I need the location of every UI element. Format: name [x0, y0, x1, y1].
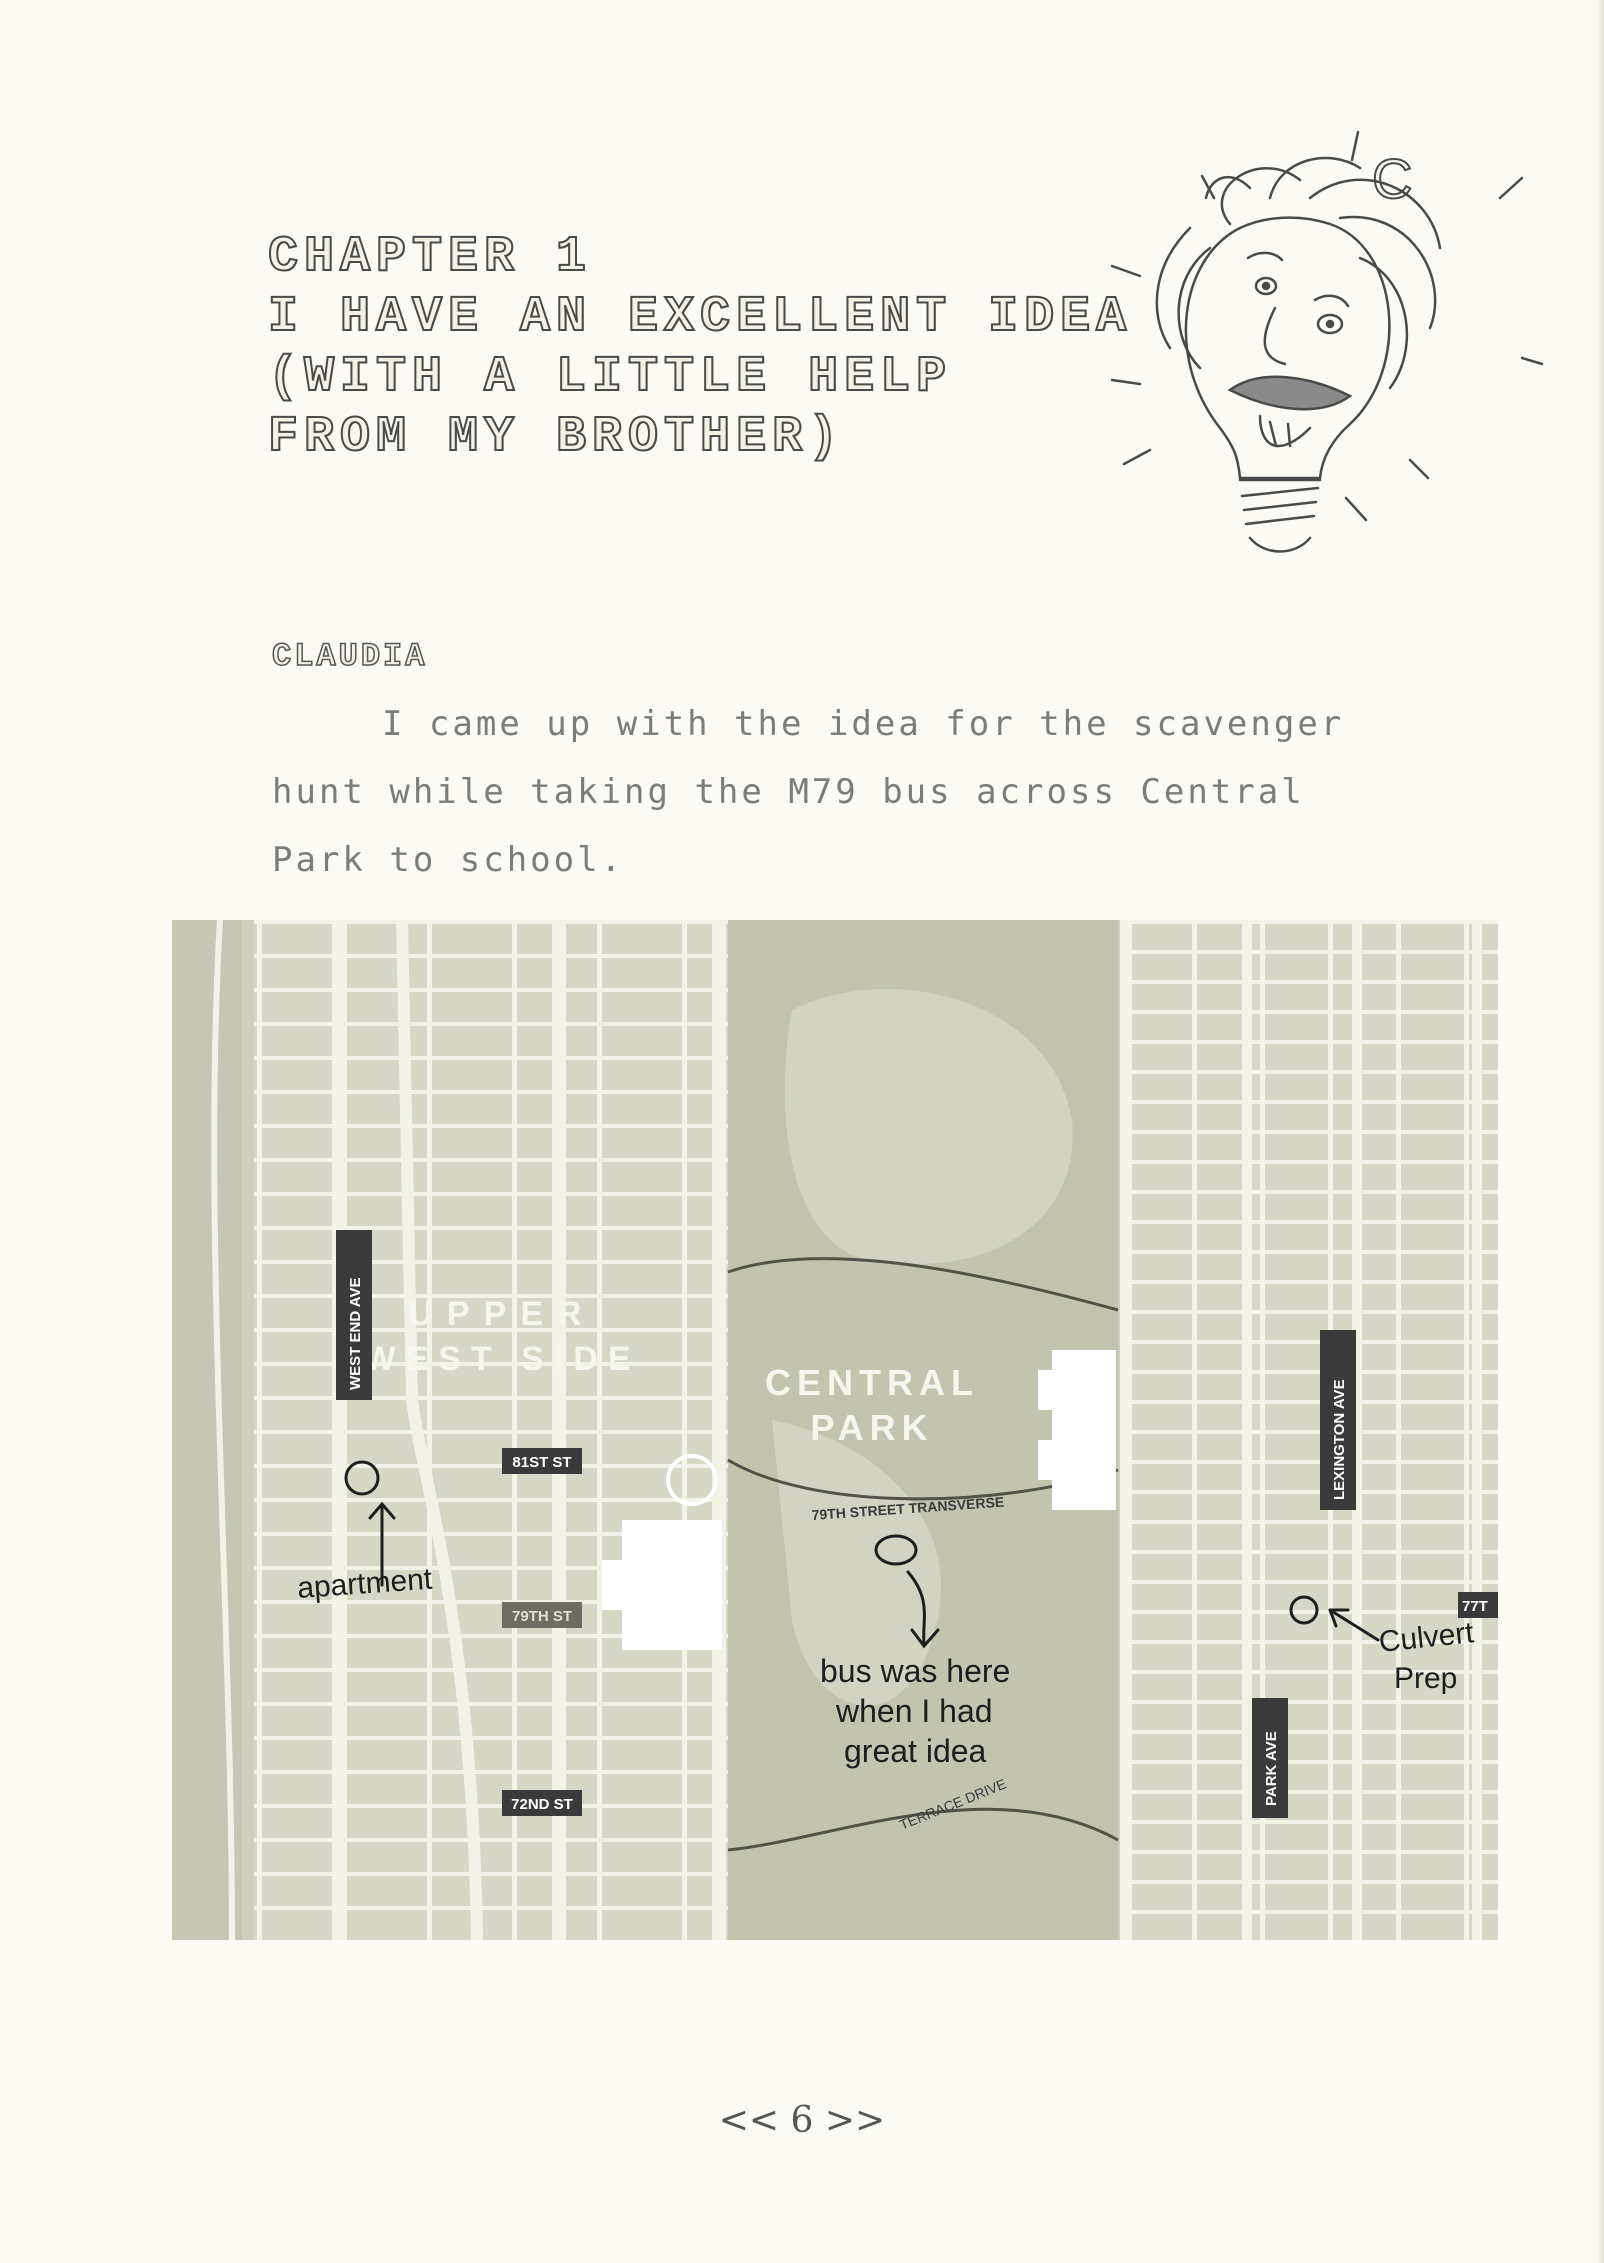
body-paragraph: I came up with the idea for the scavenge… — [272, 704, 1345, 880]
street-sign-77th-st: 77T — [1458, 1592, 1498, 1618]
annotation-bus-line-2: when I had — [835, 1693, 993, 1729]
bus-arrow — [906, 1570, 940, 1649]
annotation-bus-line-3: great idea — [844, 1733, 987, 1769]
street-sign-west-end-ave: WEST END AVE — [336, 1230, 372, 1400]
chapter-heading-line: CHAPTER 1 — [267, 228, 593, 287]
apartment-marker — [344, 1460, 380, 1496]
street-sign-81st-st: 81ST ST — [502, 1448, 582, 1474]
street-sign-72nd-st: 72ND ST — [502, 1790, 582, 1816]
street-sign-park-ave: PARK AVE — [1252, 1698, 1288, 1818]
annotation-school-line-2: Prep — [1394, 1662, 1457, 1695]
area-label-west-side: WEST SIDE — [363, 1340, 640, 1378]
street-sign-lexington-ave: LEXINGTON AVE — [1320, 1330, 1356, 1510]
svg-text:LEXINGTON AVE: LEXINGTON AVE — [1331, 1379, 1348, 1500]
einstein-lightbulb-doodle: C — [1110, 130, 1544, 553]
svg-text:77T: 77T — [1462, 1598, 1488, 1615]
annotation-bus-line-1: bus was here — [820, 1653, 1010, 1689]
school-arrow — [1328, 1608, 1380, 1642]
chapter-heading-line: (WITH A LITTLE HELP — [267, 348, 953, 407]
svg-text:81ST ST: 81ST ST — [512, 1454, 571, 1471]
area-label-upper: UPPER — [408, 1295, 595, 1333]
page-edge-shadow — [1598, 0, 1604, 2263]
svg-text:WEST END AVE: WEST END AVE — [347, 1277, 364, 1390]
chapter-heading-line: FROM MY BROTHER) — [267, 408, 845, 467]
bus-marker — [874, 1534, 918, 1566]
svg-text:PARK AVE: PARK AVE — [1263, 1731, 1280, 1806]
chapter-heading-line: I HAVE AN EXCELLENT IDEA — [267, 288, 1133, 347]
neighborhood-map: UPPER WEST SIDE CENTRAL PARK WEST END AV… — [172, 920, 1498, 1940]
area-label-park: PARK — [810, 1407, 933, 1448]
page-number: << 6 >> — [718, 2100, 886, 2141]
area-label-central: CENTRAL — [765, 1362, 979, 1403]
chapter-title: CHAPTER 1 I HAVE AN EXCELLENT IDEA (WITH… — [267, 228, 1133, 468]
school-marker — [1289, 1595, 1319, 1625]
bulb-letter: C — [1372, 147, 1412, 210]
svg-text:72ND ST: 72ND ST — [511, 1796, 573, 1813]
svg-text:79TH ST: 79TH ST — [512, 1608, 572, 1625]
apartment-arrow — [368, 1501, 396, 1587]
street-sign-79th-st: 79TH ST — [502, 1602, 582, 1628]
narrator-heading: CLAUDIA — [271, 637, 428, 676]
